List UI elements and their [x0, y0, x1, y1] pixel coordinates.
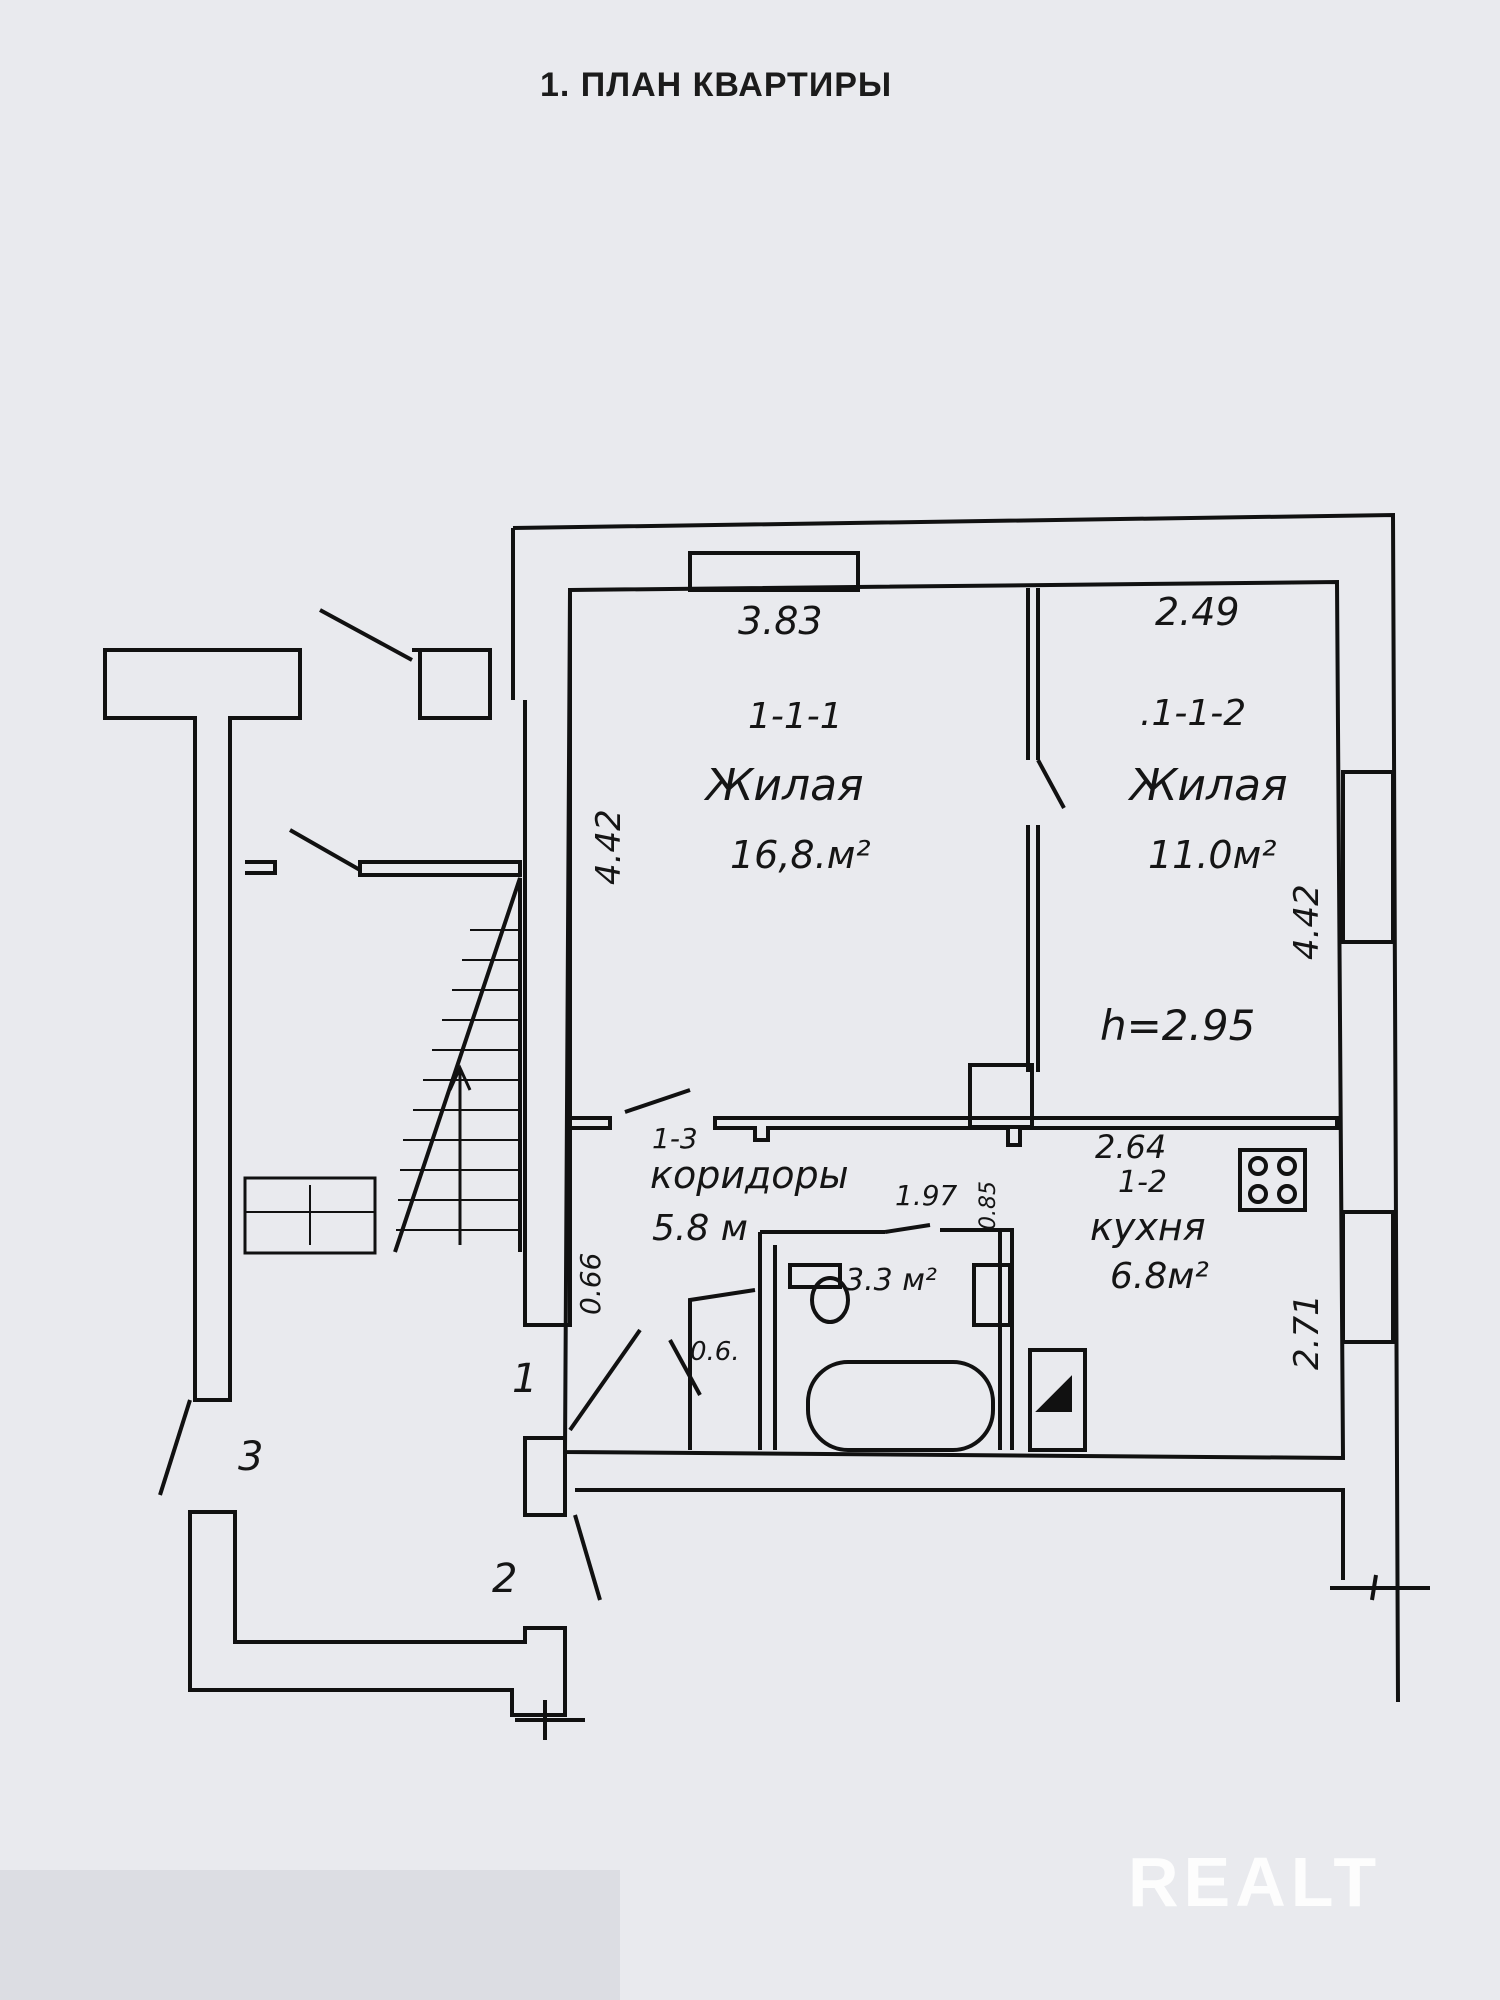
inner-wall-outline	[562, 579, 1346, 1461]
bath-width: 1.97	[895, 1179, 958, 1212]
corridor-area: 5.8 м	[652, 1208, 748, 1249]
stair-wall-bottom	[188, 1510, 567, 1717]
sink	[972, 1263, 1012, 1327]
living1-area: 16,8.м²	[730, 833, 871, 877]
entrance-door-swing	[568, 1328, 642, 1432]
lower-stair-flight	[243, 1176, 377, 1255]
kitchen-name: кухня	[1090, 1205, 1206, 1249]
closet-door	[668, 1339, 702, 1396]
axis-mark-right	[1330, 1574, 1430, 1601]
living2-code: .1-1-2	[1140, 693, 1246, 734]
door-swing-corridor	[624, 1088, 691, 1114]
toilet-tank	[788, 1263, 842, 1289]
wall-stub-left	[570, 1116, 612, 1130]
closet-wall	[688, 1288, 756, 1450]
wall-living-kitchen	[713, 1116, 1339, 1147]
living1-name: Жилая	[703, 760, 864, 811]
right-window-upper	[1341, 770, 1395, 944]
bath-width-2: 0.85	[976, 1181, 1001, 1230]
door-label-3: 3	[238, 1434, 263, 1480]
stair-wall-top	[412, 648, 492, 720]
left-wall	[523, 590, 572, 1327]
door-label-2: 2	[492, 1556, 517, 1602]
stair-door-top	[319, 608, 413, 662]
living2-width: 2.49	[1155, 590, 1240, 634]
door-swing-2	[573, 1514, 602, 1601]
bath-wall-left	[758, 1230, 885, 1450]
corridor-width: 0.66	[574, 1253, 607, 1315]
toilet	[810, 1276, 850, 1324]
corridor-code: 1-3	[652, 1122, 698, 1155]
right-window-lower	[1341, 1210, 1395, 1344]
realt-watermark: REALT	[1128, 1843, 1382, 1921]
corridor-name: коридоры	[650, 1153, 849, 1197]
bath-door	[884, 1223, 931, 1234]
top-window	[688, 551, 860, 592]
stair-steps	[396, 929, 520, 1231]
landing-edge	[358, 860, 522, 877]
kitchen-area: 6.8м²	[1110, 1256, 1209, 1297]
living1-depth: 4.42	[589, 809, 629, 885]
bath-area: 3.3 м²	[845, 1263, 937, 1298]
door-swing-3	[158, 1399, 192, 1496]
stair-flight	[393, 877, 522, 1253]
partition-upper	[1026, 588, 1040, 760]
kitchen-code: 1-2	[1118, 1165, 1167, 1200]
kitchen-width: 2.64	[1095, 1128, 1166, 1166]
door-label-1: 1	[512, 1356, 537, 1402]
living1-width: 3.83	[738, 599, 823, 643]
entrance-jamb	[523, 1436, 567, 1517]
page-title: 1. ПЛАН КВАРТИРЫ	[540, 66, 893, 104]
ceiling-height: h=2.95	[1100, 1001, 1255, 1050]
photo-shadow	[0, 1870, 620, 2000]
boiler	[1028, 1348, 1087, 1452]
living2-name: Жилая	[1127, 760, 1288, 811]
wall-stub-stair	[245, 860, 277, 875]
stove	[1238, 1148, 1307, 1212]
closet-size: 0.6.	[690, 1337, 740, 1367]
bottom-wall	[575, 1488, 1345, 1580]
stair-door-mid	[289, 828, 361, 872]
living1-code: 1-1-1	[748, 696, 843, 737]
stair-arrow	[448, 1064, 472, 1245]
kitchen-depth: 2.71	[1287, 1294, 1327, 1370]
living2-depth: 4.42	[1287, 884, 1327, 960]
stair-wall-left	[103, 648, 302, 1402]
outer-wall-top-right	[512, 512, 1400, 1703]
partition-lower	[1026, 825, 1040, 1072]
living2-area: 11.0м²	[1148, 833, 1277, 877]
axis-mark-bottom	[515, 1700, 585, 1740]
bathtub	[806, 1360, 995, 1452]
door-swing-living	[1036, 759, 1066, 809]
